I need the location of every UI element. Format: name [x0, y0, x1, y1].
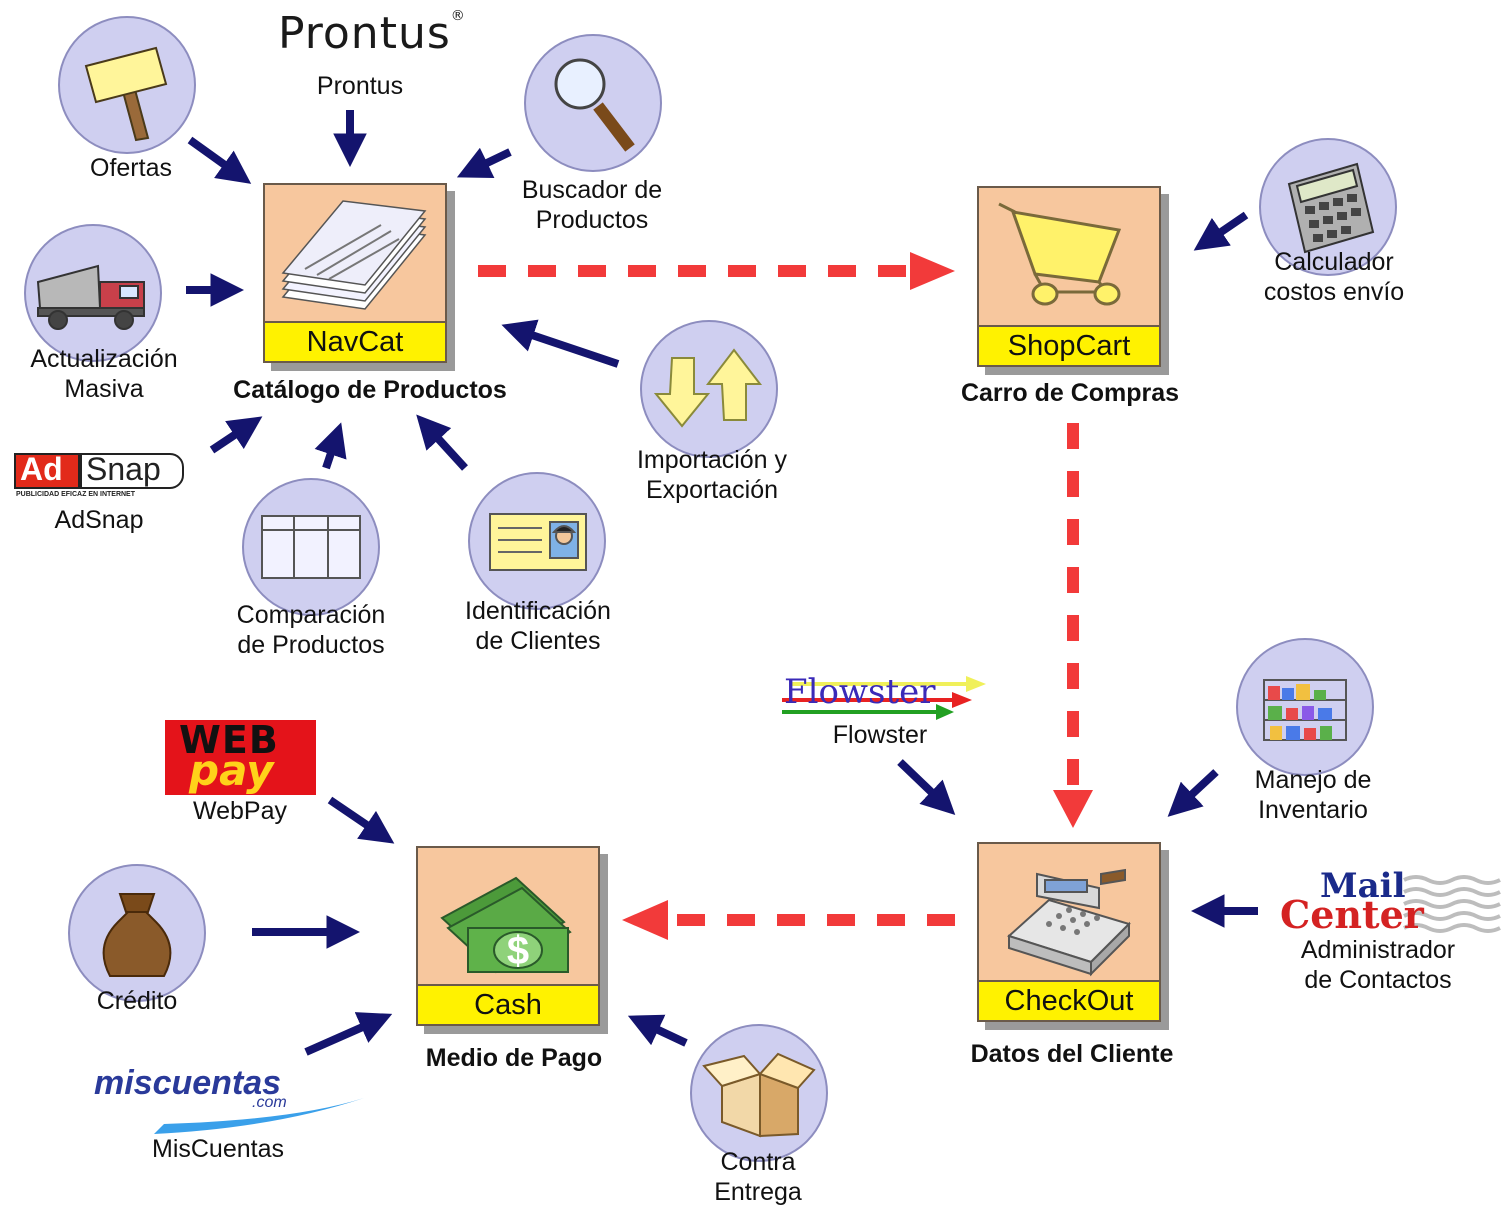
- calculador-node: [1259, 138, 1397, 276]
- actualizacion-node: [24, 224, 162, 362]
- miscuentas-swoosh: [154, 1098, 364, 1134]
- up-down-arrows-icon: [653, 348, 763, 428]
- prontus-label: Prontus: [316, 72, 404, 100]
- buscador-node: [524, 34, 662, 172]
- arrow-contraentrega: [627, 1014, 688, 1047]
- table-icon: [261, 515, 361, 579]
- inventario-label: Manejo de Inventario: [1254, 766, 1372, 824]
- id-card-icon: [489, 513, 587, 571]
- arrow-identificacion: [416, 414, 468, 471]
- buscador-label: Buscador de Productos: [521, 176, 663, 234]
- money-bag-icon: [102, 893, 172, 977]
- ofertas-node: [58, 16, 196, 154]
- arrow-miscuentas: [304, 1012, 393, 1056]
- miscuentas-label: MisCuentas: [152, 1135, 284, 1163]
- open-box-icon: [702, 1052, 816, 1138]
- webpay-label: WebPay: [192, 797, 288, 825]
- comparacion-node: [242, 478, 380, 616]
- flow-navcat-to-shopcart: [478, 252, 955, 290]
- checkout-caption: Datos del Cliente: [970, 1040, 1174, 1068]
- warehouse-shelf-icon: [1263, 679, 1347, 741]
- webpay-web: WEB: [179, 718, 279, 762]
- prontus-logo: Prontus®: [278, 8, 465, 72]
- module-checkout: CheckOut: [977, 842, 1161, 1022]
- flowster-wordmark: Flowster: [784, 672, 936, 712]
- calculator-icon: [1287, 162, 1375, 254]
- importacion-label: Importación y Exportación: [636, 446, 788, 504]
- arrow-buscador: [456, 147, 512, 179]
- credito-node: [68, 864, 206, 1002]
- importacion-node: [640, 320, 778, 458]
- mailcenter-waves: [1403, 875, 1501, 933]
- module-cash: $ Cash: [416, 846, 600, 1026]
- flowster-arrows: [782, 676, 986, 720]
- arrow-calculador: [1193, 211, 1249, 251]
- checkout-tag: CheckOut: [979, 980, 1159, 1020]
- arrow-webpay: [327, 796, 395, 844]
- navcat-tag: NavCat: [265, 321, 445, 361]
- navcat-caption: Catálogo de Productos: [233, 376, 507, 404]
- shopcart-caption: Carro de Compras: [960, 379, 1180, 407]
- miscuentas-dotcom: .com: [252, 1094, 287, 1111]
- module-navcat: NavCat: [263, 183, 447, 363]
- arrow-comparacion: [314, 422, 347, 470]
- flow-shopcart-to-checkout: [1053, 423, 1093, 828]
- adsnap-label: AdSnap: [54, 506, 144, 534]
- actualizacion-label: Actualización Masiva: [30, 345, 178, 403]
- mailcenter-logo: Mail Center: [1280, 866, 1502, 938]
- module-shopcart: ShopCart: [977, 186, 1161, 367]
- identificacion-node: [468, 472, 606, 610]
- signpost-icon: [84, 46, 168, 142]
- webpay-pay: pay: [189, 746, 274, 795]
- inventario-node: [1236, 638, 1374, 776]
- mailcenter-label: Administrador de Contactos: [1300, 936, 1456, 994]
- dollar-sign: $: [507, 929, 529, 973]
- arrow-adsnap: [209, 416, 263, 454]
- cash-tag: Cash: [418, 984, 598, 1024]
- contraentrega-label: Contra Entrega: [714, 1148, 802, 1206]
- credito-label: Crédito: [96, 987, 178, 1015]
- mailcenter-mail: Mail: [1320, 866, 1406, 906]
- arrow-ofertas: [187, 136, 252, 184]
- prontus-wordmark: Prontus®: [278, 8, 466, 59]
- calculador-label: Calculador costos envío: [1263, 248, 1405, 306]
- contraentrega-node: [690, 1024, 828, 1162]
- cash-caption: Medio de Pago: [425, 1044, 603, 1072]
- arrow-importacion: [501, 319, 620, 368]
- shopcart-tag: ShopCart: [979, 325, 1159, 365]
- webpay-logo: WEB pay: [165, 718, 316, 795]
- flow-checkout-to-cash: [622, 900, 955, 940]
- adsnap-snap: Snap: [86, 451, 161, 487]
- dump-truck-icon: [36, 264, 145, 330]
- adsnap-tagline: PUBLICIDAD EFICAZ EN INTERNET: [16, 491, 135, 498]
- arrow-flowster: [897, 759, 956, 815]
- shopping-cart-icon: [998, 202, 1122, 306]
- ofertas-label: Ofertas: [90, 154, 172, 182]
- adsnap-logo: Ad Snap PUBLICIDAD EFICAZ EN INTERNET: [14, 451, 186, 501]
- arrow-inventario: [1167, 769, 1219, 817]
- miscuentas-wordmark: miscuentas: [94, 1064, 282, 1102]
- comparacion-label: Comparación de Productos: [236, 601, 386, 659]
- banknotes-icon: $: [440, 876, 572, 974]
- cash-register-icon: [1007, 868, 1131, 977]
- mailcenter-center: Center: [1280, 892, 1424, 937]
- flowster-label: Flowster: [832, 721, 928, 749]
- miscuentas-logo: miscuentas .com: [94, 1064, 366, 1138]
- identificacion-label: Identificación de Clientes: [465, 597, 611, 655]
- paper-stack-icon: [281, 200, 427, 310]
- magnifier-icon: [554, 58, 635, 152]
- flowster-logo: Flowster: [782, 668, 992, 722]
- adsnap-ad: Ad: [20, 451, 63, 487]
